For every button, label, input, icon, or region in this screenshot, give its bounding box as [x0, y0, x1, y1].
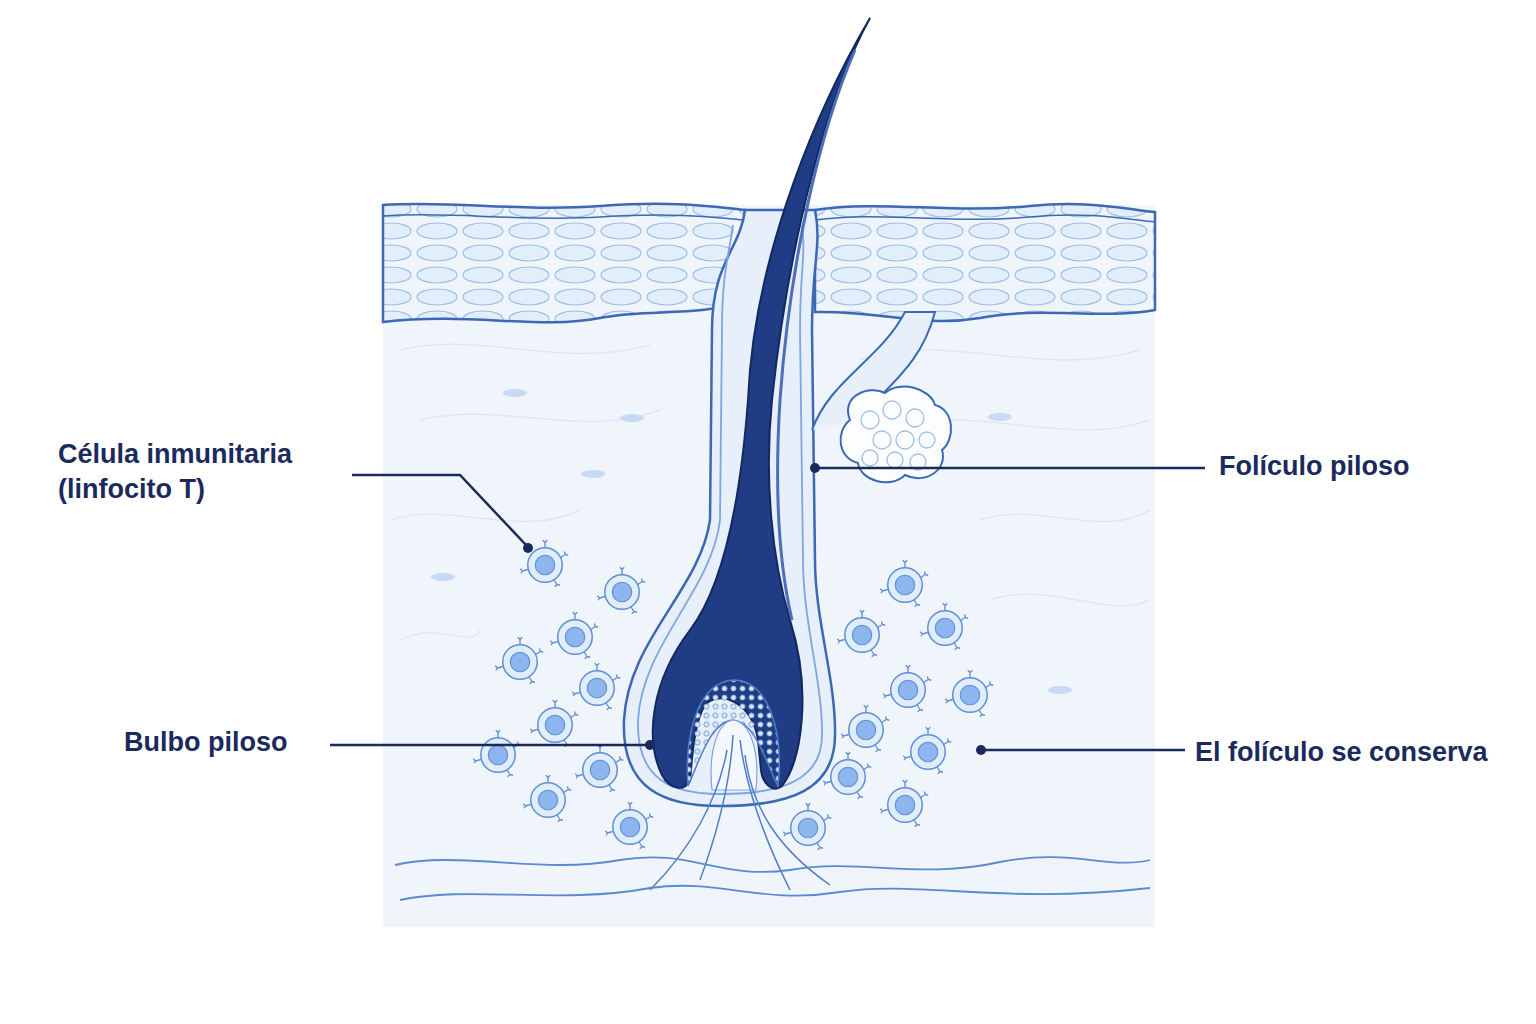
t-cell	[880, 780, 928, 827]
t-cell	[920, 603, 968, 650]
t-cell	[550, 612, 598, 659]
t-cell	[572, 663, 620, 710]
t-cell	[783, 803, 831, 850]
t-cell	[945, 670, 993, 717]
t-cell	[823, 752, 871, 799]
lower-fibres	[395, 857, 1150, 900]
t-cell	[597, 567, 645, 614]
t-cell	[530, 700, 578, 747]
epidermis-left	[383, 204, 745, 323]
t-cell	[495, 637, 543, 684]
t-cell	[473, 730, 521, 777]
callout-label: El folículo se conserva	[1195, 735, 1525, 770]
t-cell	[575, 745, 623, 792]
t-cell	[520, 540, 568, 587]
t-cell-cluster	[473, 540, 993, 850]
callout-label: Bulbo piloso	[124, 725, 334, 760]
epidermis-right	[815, 204, 1155, 321]
t-cell	[880, 560, 928, 607]
t-cell	[523, 775, 571, 822]
t-cell	[841, 705, 889, 752]
callout-label: Folículo piloso	[1219, 449, 1479, 484]
t-cell	[903, 727, 951, 774]
t-cell	[883, 665, 931, 712]
t-cell	[837, 610, 885, 657]
hair-highlight	[778, 50, 855, 620]
leader-dots	[523, 463, 986, 755]
callout-label: Célula inmunitaria (linfocito T)	[58, 437, 358, 507]
leader-lines	[330, 468, 1205, 750]
sebaceous-cells	[861, 401, 935, 470]
t-cell	[605, 802, 653, 849]
hair-shaft	[653, 18, 870, 789]
